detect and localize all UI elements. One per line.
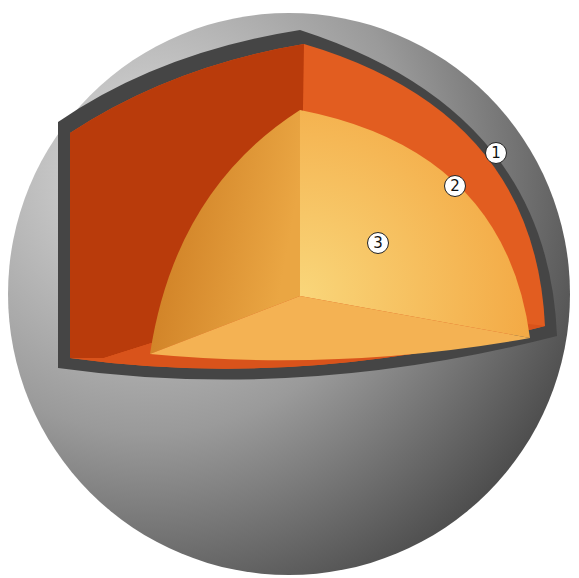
callout-number: 3 [367,232,389,254]
core-bottom-face [150,296,530,360]
crust-rim [58,30,557,380]
crust-sphere [8,13,570,575]
callout-number: 1 [485,142,507,164]
mantle [70,44,545,369]
callout-number: 2 [444,175,466,197]
